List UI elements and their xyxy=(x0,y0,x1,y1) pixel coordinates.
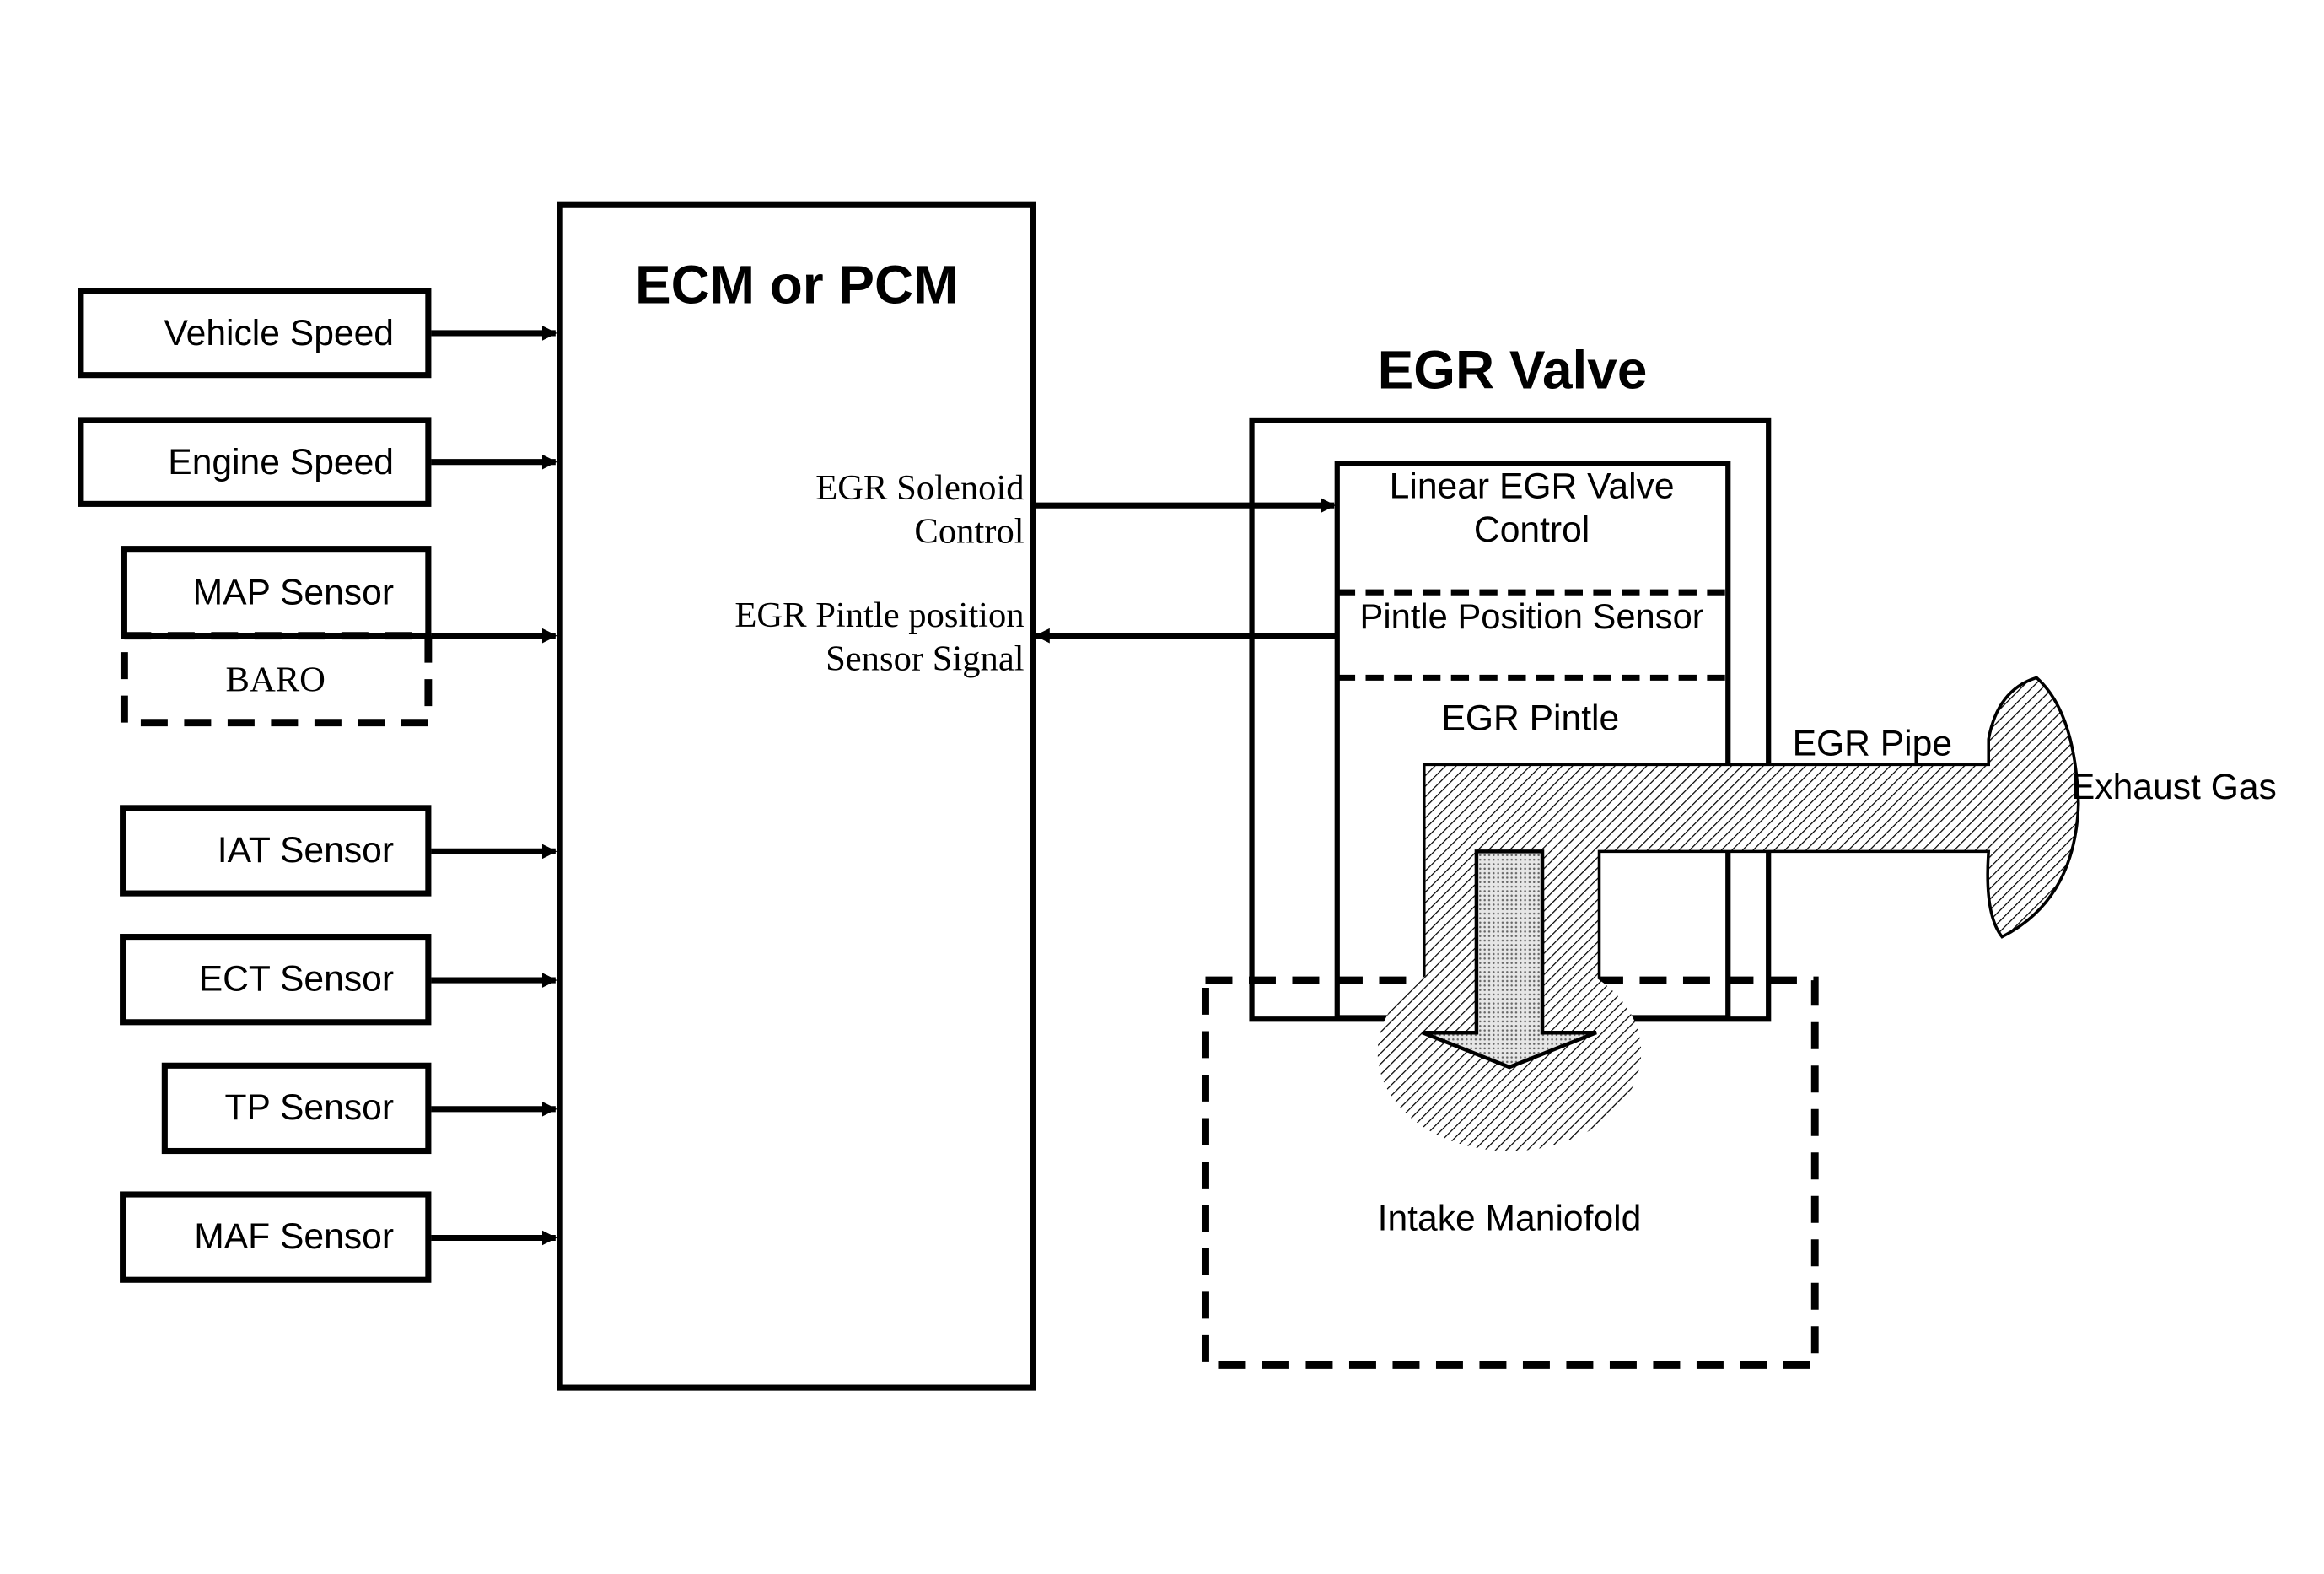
exhaust-gas-label: Exhaust Gas xyxy=(2071,767,2277,807)
baro-label: BARO xyxy=(226,660,325,699)
solenoid-control-label-line2: Control xyxy=(914,512,1024,552)
tp-sensor-box xyxy=(161,1062,432,1155)
pintle-position-sensor-label: Pintle Position Sensor xyxy=(1360,596,1704,636)
maf-sensor-box xyxy=(120,1191,432,1283)
egr-pipe xyxy=(1422,676,2080,982)
map-sensor-label: MAP Sensor xyxy=(193,572,394,612)
intake-manifold-label: Intake Maniofold xyxy=(1378,1199,1642,1239)
input-maf-sensor: MAF Sensor xyxy=(120,1191,557,1283)
iat-sensor-label: IAT Sensor xyxy=(218,830,394,871)
ect-sensor-box xyxy=(120,934,432,1026)
engine-speed-box xyxy=(78,417,432,507)
vehicle-speed-label: Vehicle Speed xyxy=(164,313,394,353)
maf-sensor-label: MAF Sensor xyxy=(194,1216,394,1257)
egr-pintle-label: EGR Pintle xyxy=(1441,698,1619,739)
egr-pipe-label: EGR Pipe xyxy=(1793,724,1952,764)
ecm-title: ECM or PCM xyxy=(635,254,958,315)
input-engine-speed: Engine Speed xyxy=(78,417,557,507)
solenoid-control-label-line1: EGR Solenoid xyxy=(815,468,1024,508)
input-iat-sensor: IAT Sensor xyxy=(120,805,557,897)
ecm-block xyxy=(557,201,1036,1391)
egr-valve-title: EGR Valve xyxy=(1378,340,1648,401)
input-vehicle-speed: Vehicle Speed xyxy=(78,288,557,379)
vehicle-speed-box xyxy=(78,288,432,379)
linear-egr-control-label-line2: Control xyxy=(1474,509,1590,550)
map-sensor-box xyxy=(121,546,432,639)
tp-sensor-label: TP Sensor xyxy=(224,1087,394,1128)
linear-egr-control-label-line1: Linear EGR Valve xyxy=(1390,466,1675,506)
input-tp-sensor: TP Sensor xyxy=(161,1062,557,1155)
pintle-signal-label-line2: Sensor Signal xyxy=(826,639,1025,678)
iat-sensor-box xyxy=(120,805,432,897)
ect-sensor-label: ECT Sensor xyxy=(199,959,394,1000)
engine-speed-label: Engine Speed xyxy=(168,442,394,482)
input-map-baro: MAP Sensor BARO xyxy=(120,546,557,727)
input-ect-sensor: ECT Sensor xyxy=(120,934,557,1026)
pintle-signal-label-line1: EGR Pintle position xyxy=(734,596,1024,635)
egr-flow-arrow xyxy=(1422,849,1597,1070)
baro-box xyxy=(120,632,433,727)
